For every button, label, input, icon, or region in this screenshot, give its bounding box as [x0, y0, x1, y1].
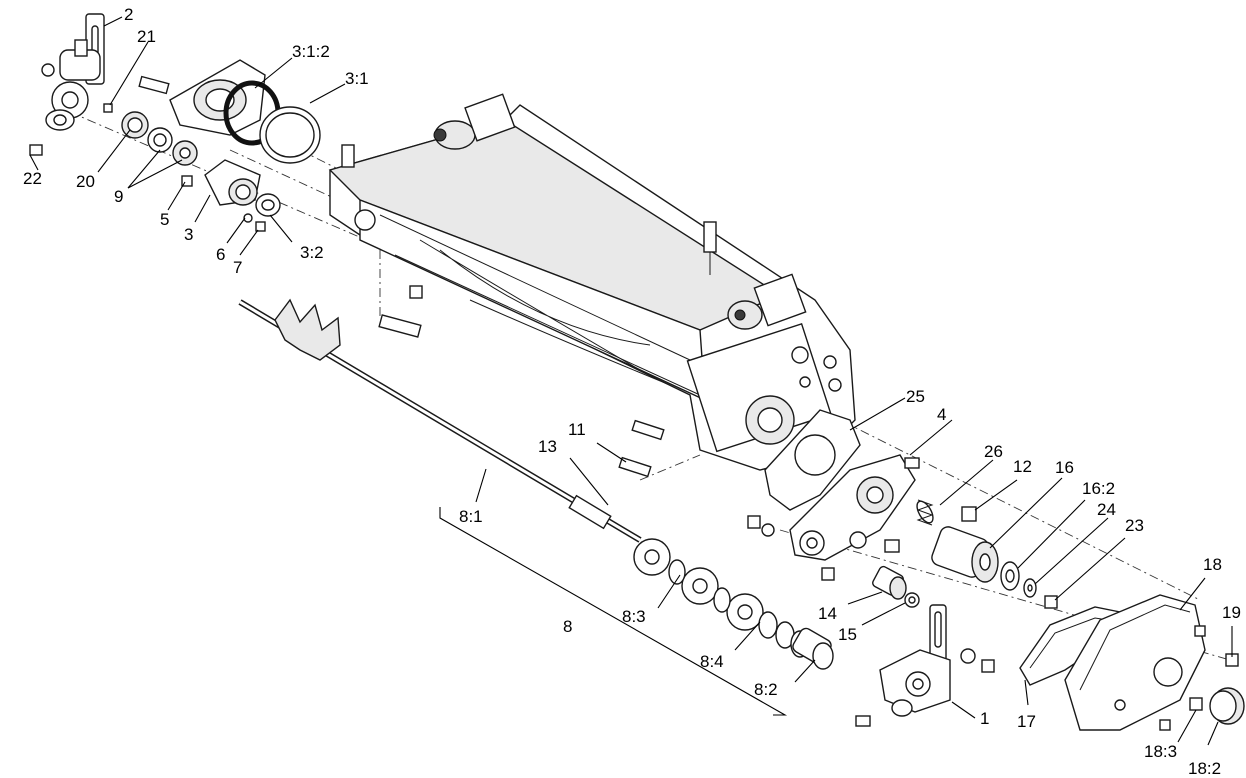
callout-3-2: 3:2 — [300, 243, 324, 262]
leader-lines — [29, 16, 1233, 746]
callout-11: 11 — [568, 420, 586, 439]
callout-5: 5 — [160, 210, 169, 229]
callout-13: 13 — [538, 437, 557, 456]
bearing-parts-left — [29, 75, 281, 232]
reel-bearing-8-2 — [792, 627, 834, 670]
cover-screw-18-3 — [1189, 697, 1203, 711]
main-frame — [328, 93, 856, 471]
callout-20: 20 — [76, 172, 95, 191]
washers-16-2-24 — [1000, 561, 1037, 598]
callout-8-3: 8:3 — [622, 607, 646, 626]
spring-26 — [916, 499, 934, 526]
belt-cover-18 — [1064, 594, 1206, 731]
callout-8-1: 8:1 — [459, 507, 483, 526]
callout-18-2: 18:2 — [1188, 759, 1221, 778]
callout-3: 3 — [184, 225, 193, 244]
cover-cap-18-2 — [1209, 687, 1245, 725]
callout-16-2: 16:2 — [1082, 479, 1115, 498]
callout-8-4: 8:4 — [700, 652, 724, 671]
gear-hub-14 — [872, 565, 907, 600]
side-plate-25 — [764, 409, 861, 511]
callout-9: 9 — [114, 187, 123, 206]
small-fasteners-right — [618, 419, 977, 581]
callout-16: 16 — [1055, 458, 1074, 477]
washer-15 — [904, 592, 920, 608]
callout-6: 6 — [216, 245, 225, 264]
callout-12: 12 — [1013, 457, 1032, 476]
callout-1: 1 — [980, 709, 989, 728]
callout-17: 17 — [1017, 712, 1036, 731]
callout-15: 15 — [838, 625, 857, 644]
adjuster-plate-4 — [789, 454, 920, 561]
callout-3-1-2: 3:1:2 — [292, 42, 330, 61]
callout-8-2: 8:2 — [754, 680, 778, 699]
callout-25: 25 — [906, 387, 925, 406]
callout-24: 24 — [1097, 500, 1116, 519]
seal-3-1 — [259, 106, 321, 164]
callout-7: 7 — [233, 258, 242, 277]
callout-14: 14 — [818, 604, 837, 623]
pulley-16 — [931, 526, 999, 583]
callout-2: 2 — [124, 5, 133, 24]
height-adjuster-1 — [855, 604, 995, 727]
callout-21: 21 — [137, 27, 156, 46]
callout-8: 8 — [563, 617, 572, 636]
left-adjuster-bracket — [41, 13, 105, 131]
reel-spiders-8-3 — [633, 538, 764, 631]
callout-4: 4 — [937, 405, 946, 424]
reel-shaft-8-1 — [238, 298, 642, 543]
upper-bearing-housing — [169, 59, 266, 136]
callout-18: 18 — [1203, 555, 1222, 574]
callout-19: 19 — [1222, 603, 1241, 622]
callout-18-3: 18:3 — [1144, 742, 1177, 761]
nut-23 — [1044, 595, 1058, 609]
callout-3-1: 3:1 — [345, 69, 369, 88]
callout-23: 23 — [1125, 516, 1144, 535]
callout-22: 22 — [23, 169, 42, 188]
callout-26: 26 — [984, 442, 1003, 461]
callout-labels: 2 21 3:1:2 3:1 22 20 9 5 3 6 7 3:2 25 4 … — [23, 5, 1241, 778]
